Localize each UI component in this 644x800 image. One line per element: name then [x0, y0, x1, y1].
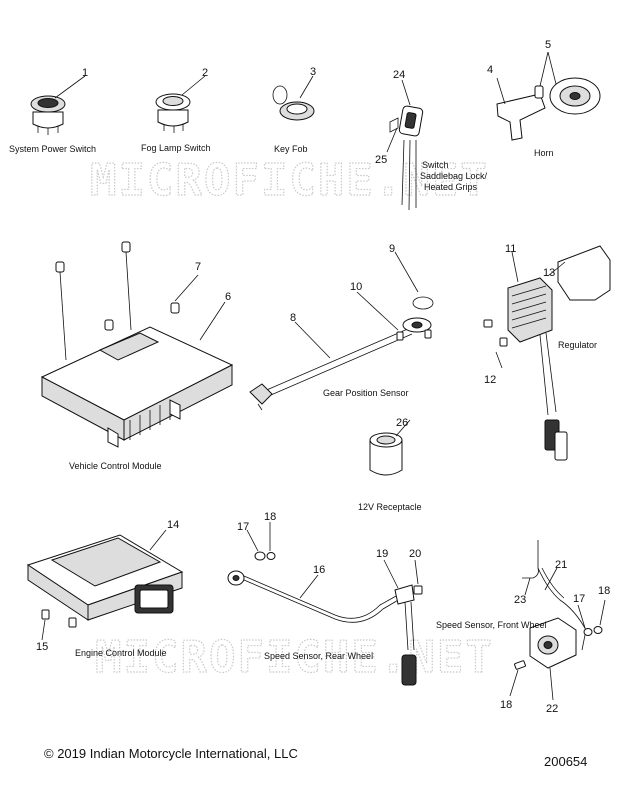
gear-position-sensor-part	[249, 251, 434, 411]
speed-sensor-front-part	[509, 540, 606, 701]
saddlebag-switch-part	[386, 79, 424, 211]
callout-7: 7	[195, 261, 201, 273]
system-power-switch-part	[30, 75, 86, 135]
callout-9: 9	[389, 243, 395, 255]
callout-1: 1	[82, 67, 88, 79]
callout-2: 2	[202, 67, 208, 79]
caption-engine-control-module: Engine Control Module	[75, 648, 167, 658]
callout-20: 20	[409, 548, 421, 560]
caption-horn: Horn	[534, 148, 554, 158]
caption-fog-lamp-switch: Fog Lamp Switch	[141, 143, 211, 153]
callout-4: 4	[487, 64, 493, 76]
callout-12: 12	[484, 374, 496, 386]
callout-18-rear: 18	[264, 511, 276, 523]
callout-10: 10	[350, 281, 362, 293]
vehicle-control-module-part	[40, 241, 234, 448]
caption-regulator: Regulator	[558, 340, 597, 350]
caption-switch-line2: Saddlebag Lock/	[420, 171, 488, 181]
diagram-number: 200654	[544, 754, 587, 769]
speed-sensor-rear-part	[227, 522, 423, 686]
callout-17-front: 17	[573, 593, 585, 605]
fog-lamp-switch-part	[155, 75, 206, 133]
caption-key-fob: Key Fob	[274, 144, 308, 154]
callout-3: 3	[310, 66, 316, 78]
caption-switch-line3: Heated Grips	[424, 182, 478, 192]
callout-26: 26	[396, 417, 408, 429]
key-fob-part	[272, 75, 315, 121]
caption-vehicle-control-module: Vehicle Control Module	[69, 461, 162, 471]
callout-24: 24	[393, 69, 405, 81]
callout-17-rear: 17	[237, 521, 249, 533]
callout-22: 22	[546, 703, 558, 715]
callout-13: 13	[543, 267, 555, 279]
callout-6: 6	[225, 291, 231, 303]
caption-system-power-switch: System Power Switch	[9, 144, 96, 154]
horn-part	[496, 51, 601, 141]
caption-gear-position-sensor: Gear Position Sensor	[323, 388, 409, 398]
regulator-part	[483, 245, 611, 461]
callout-18-front-bottom: 18	[500, 699, 512, 711]
callout-14: 14	[167, 519, 179, 531]
caption-switch-line1: Switch	[422, 160, 449, 170]
receptacle-12v-part	[369, 419, 411, 476]
caption-speed-sensor-rear: Speed Sensor, Rear Wheel	[264, 651, 373, 661]
callout-15: 15	[36, 641, 48, 653]
callout-23: 23	[514, 594, 526, 606]
callout-8: 8	[290, 312, 296, 324]
engine-control-module-part	[26, 529, 184, 641]
callout-16: 16	[313, 564, 325, 576]
callout-18-front-right: 18	[598, 585, 610, 597]
watermark-bottom: MICROFICHE.NET	[95, 632, 494, 683]
caption-receptacle-12v: 12V Receptacle	[358, 502, 422, 512]
caption-speed-sensor-front: Speed Sensor, Front Wheel	[436, 620, 547, 630]
watermark-top: MICROFICHE.NET	[90, 155, 489, 206]
callout-5: 5	[545, 39, 551, 51]
callout-11: 11	[505, 243, 516, 255]
callout-19: 19	[376, 548, 388, 560]
copyright-text: © 2019 Indian Motorcycle International, …	[44, 746, 298, 761]
callout-21: 21	[555, 559, 567, 571]
callout-25: 25	[375, 154, 387, 166]
